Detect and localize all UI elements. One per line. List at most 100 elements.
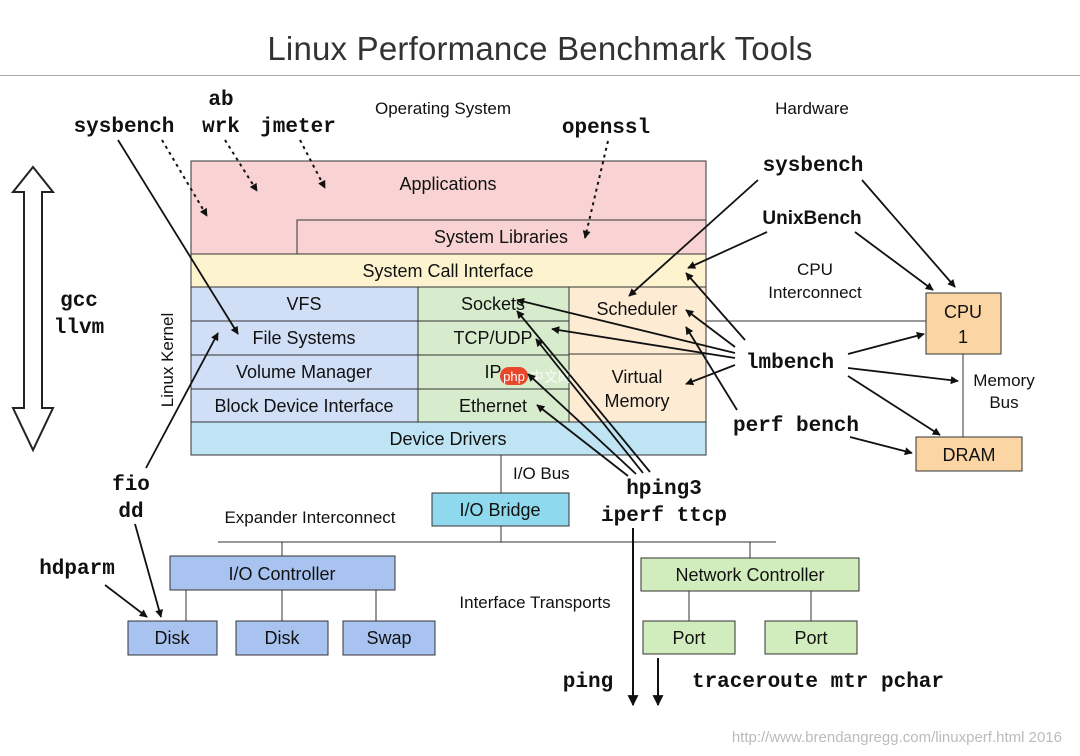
applications-label: Applications — [399, 174, 496, 194]
tool-gcc: gcc — [60, 290, 98, 313]
virtual-memory-label-line1: Virtual — [612, 367, 663, 387]
tool-llvm: llvm — [54, 317, 104, 340]
network-controller-label: Network Controller — [675, 565, 824, 585]
hardware-section-label: Hardware — [775, 99, 849, 118]
expander-interconnect-label: Expander Interconnect — [224, 508, 395, 527]
cpu-label-line1: CPU — [944, 302, 982, 322]
system-call-interface-label: System Call Interface — [362, 261, 533, 281]
tool-perf-bench: perf bench — [733, 415, 859, 438]
linux-kernel-label: Linux Kernel — [158, 313, 177, 408]
network-controller-box — [640, 557, 860, 592]
perf-bench-to-scheduler-arrow — [685, 326, 738, 411]
virtual-memory-box — [568, 353, 707, 423]
php-watermark-badge — [500, 367, 528, 385]
disk2-label: Disk — [265, 628, 301, 648]
tool-dd: dd — [118, 501, 143, 524]
sysbench-to-file-systems-arrow — [117, 139, 239, 335]
sysbench-to-scheduler-arrow — [628, 179, 759, 297]
swap-label: Swap — [366, 628, 411, 648]
os-section-label: Operating System — [375, 99, 511, 118]
block-device-interface-label: Block Device Interface — [214, 396, 393, 416]
system-call-interface-layer — [190, 253, 707, 288]
device-drivers-label: Device Drivers — [389, 429, 506, 449]
interface-transports-label: Interface Transports — [459, 593, 610, 612]
tool-ping: ping — [563, 671, 613, 694]
tool-openssl: openssl — [562, 117, 650, 140]
tool-wrk: wrk — [202, 116, 240, 139]
sockets-label: Sockets — [461, 294, 525, 314]
ethernet-label: Ethernet — [459, 396, 527, 416]
volume-manager-box — [190, 354, 419, 390]
lmbench-to-memory-bus-arrow — [847, 367, 959, 385]
tool-iperf-ttcp: iperf ttcp — [601, 505, 727, 528]
tool-ab: ab — [208, 89, 233, 112]
io-bus-label: I/O Bus — [513, 464, 570, 483]
port1-box — [642, 620, 736, 655]
perf-bench-to-dram-arrow — [849, 436, 913, 456]
virtual-memory-label-line2: Memory — [604, 391, 669, 411]
tool-unixbench: UnixBench — [762, 208, 861, 229]
memory-bus-label-line1: Memory — [973, 371, 1035, 390]
fio-to-file-systems-arrow — [145, 332, 219, 469]
lmbench-to-virtual-memory-arrow — [685, 364, 736, 386]
tcp-udp-label: TCP/UDP — [453, 328, 532, 348]
openssl-to-system-libraries-arrow — [582, 140, 609, 239]
system-libraries-layer — [296, 219, 707, 255]
unixbench-to-cpu-arrow — [854, 231, 934, 291]
io-bridge-label: I/O Bridge — [459, 500, 540, 520]
port2-box — [764, 620, 858, 655]
lmbench-to-scheduler-arrow — [685, 309, 736, 348]
memory-bus-label-line2: Bus — [989, 393, 1018, 412]
disk1-label: Disk — [155, 628, 191, 648]
port2-label: Port — [794, 628, 827, 648]
io-controller-box — [169, 555, 396, 591]
title-divider — [0, 75, 1080, 76]
lmbench-to-cpu-arrow — [847, 331, 925, 355]
hping3-to-ethernet-arrow — [536, 404, 629, 477]
php-watermark-badge-text: php — [503, 369, 525, 384]
sysbench-to-applications-arrow — [161, 139, 208, 217]
system-libraries-label: System Libraries — [434, 227, 568, 247]
swap-box — [342, 620, 436, 656]
tool-fio: fio — [112, 474, 150, 497]
tool-jmeter: jmeter — [260, 116, 336, 139]
vfs-box — [190, 286, 419, 322]
port1-label: Port — [672, 628, 705, 648]
cpu-label-line2: 1 — [958, 327, 968, 347]
lmbench-to-tcp-udp-arrow — [551, 326, 736, 359]
lmbench-to-dram-arrow — [847, 375, 941, 436]
tool-traceroute-mtr-pchar: traceroute mtr pchar — [692, 671, 944, 694]
file-systems-box — [190, 320, 419, 356]
cpu-interconnect-label-line2: Interconnect — [768, 283, 862, 302]
tool-sysbench-hw: sysbench — [763, 155, 864, 178]
tool-hdparm: hdparm — [39, 558, 115, 581]
jmeter-to-applications-arrow — [299, 139, 326, 189]
device-drivers-layer — [190, 421, 707, 456]
volume-manager-label: Volume Manager — [236, 362, 372, 382]
unixbench-to-syscall-arrow — [687, 231, 768, 269]
lmbench-to-syscall-arrow — [685, 272, 746, 341]
dram-label: DRAM — [943, 445, 996, 465]
disk2-box — [235, 620, 329, 656]
hping3-to-sockets-arrow — [516, 310, 651, 473]
tool-sysbench-app: sysbench — [74, 116, 175, 139]
vfs-label: VFS — [286, 294, 321, 314]
lmbench-to-sockets-arrow — [516, 297, 736, 354]
source-url-footer: http://www.brendangregg.com/linuxperf.ht… — [732, 729, 1062, 746]
wrk-to-applications-arrow — [224, 139, 258, 192]
dd-to-disk-arrow — [134, 523, 163, 618]
hping3-to-ip-arrow — [527, 373, 637, 475]
cpu-interconnect-label-line1: CPU — [797, 260, 833, 279]
sysbench-to-cpu-arrow — [861, 179, 956, 288]
page-title: Linux Performance Benchmark Tools — [267, 30, 813, 67]
hdparm-to-disk-arrow — [104, 584, 148, 618]
scheduler-box — [568, 286, 707, 355]
cpu-box — [925, 292, 1002, 355]
disk1-box — [127, 620, 218, 656]
user-kernel-span-double-arrow-icon — [10, 165, 56, 453]
dram-box — [915, 436, 1023, 472]
scheduler-label: Scheduler — [596, 299, 677, 319]
hping3-to-tcp-udp-arrow — [535, 338, 644, 474]
file-systems-label: File Systems — [252, 328, 355, 348]
